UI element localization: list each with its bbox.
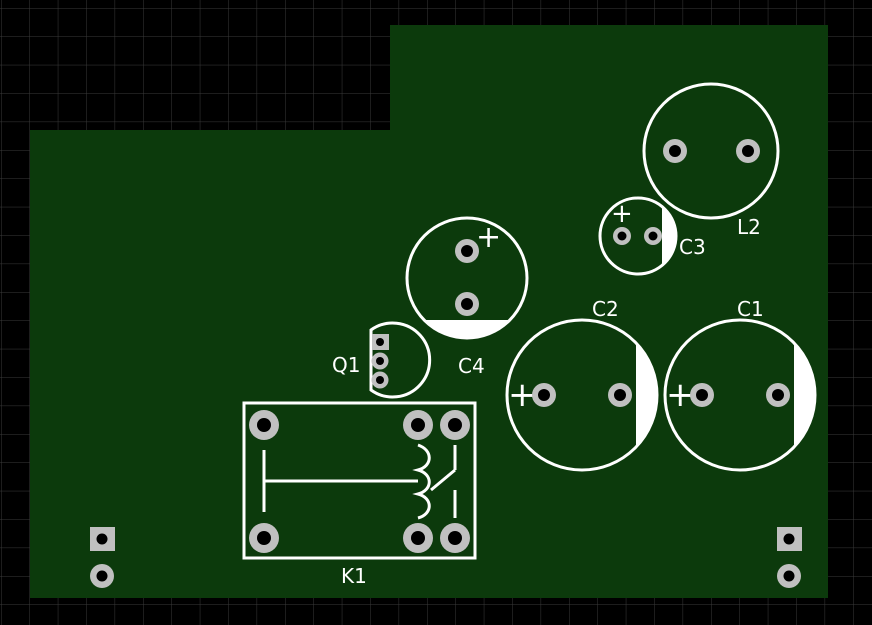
- polarity-band: [425, 320, 509, 338]
- polarity-band: [636, 343, 657, 447]
- capacitor-C1-outline: [663, 318, 817, 472]
- capacitor-C4-outline: [405, 216, 529, 340]
- capacitor-C2[interactable]: + C2: [505, 297, 659, 472]
- pad: [532, 383, 556, 407]
- polarity-mark: +: [666, 375, 695, 415]
- inductor-L2[interactable]: L2: [642, 82, 780, 239]
- pad: [455, 239, 479, 263]
- capacitor-C1[interactable]: + C1: [663, 297, 817, 472]
- pad-square: [777, 527, 802, 551]
- pad: [613, 227, 631, 245]
- inductor-L2-outline: [642, 82, 780, 220]
- pad: [371, 352, 389, 370]
- relay-symbol: [262, 443, 457, 520]
- capacitor-C2-outline: [505, 318, 659, 472]
- transistor-Q1-outline: [369, 321, 432, 399]
- relay-K1-outline: [242, 401, 477, 560]
- ref-label-C2: C2: [592, 297, 619, 321]
- pad: [249, 523, 279, 553]
- connector-left[interactable]: [90, 527, 115, 588]
- pad: [690, 383, 714, 407]
- pad: [455, 292, 479, 316]
- pad: [777, 564, 801, 588]
- transistor-Q1[interactable]: Q1: [332, 321, 432, 399]
- capacitor-C3[interactable]: + C3: [598, 196, 706, 276]
- pad-square: [372, 334, 389, 350]
- capacitor-C4[interactable]: + C4: [405, 216, 529, 378]
- polarity-mark: +: [508, 375, 537, 415]
- pad: [249, 410, 279, 440]
- pad: [440, 523, 470, 553]
- pad: [403, 410, 433, 440]
- pad: [90, 564, 114, 588]
- pad: [403, 523, 433, 553]
- pad: [608, 383, 632, 407]
- polarity-mark: +: [611, 199, 633, 229]
- ref-label-L2: L2: [737, 215, 761, 239]
- ref-label-C3: C3: [679, 235, 706, 259]
- pad: [736, 139, 760, 163]
- connector-right[interactable]: [777, 527, 802, 588]
- pad: [663, 139, 687, 163]
- ref-label-C1: C1: [737, 297, 764, 321]
- pad: [371, 371, 389, 389]
- pad-square: [90, 527, 115, 551]
- polarity-band: [662, 206, 677, 266]
- polarity-band: [794, 343, 815, 447]
- relay-K1[interactable]: K1: [242, 401, 477, 588]
- pad: [440, 410, 470, 440]
- ref-label-K1: K1: [341, 564, 367, 588]
- pad: [766, 383, 790, 407]
- pad: [644, 227, 662, 245]
- polarity-mark: +: [476, 220, 501, 255]
- ref-label-C4: C4: [458, 354, 485, 378]
- ref-label-Q1: Q1: [332, 353, 360, 377]
